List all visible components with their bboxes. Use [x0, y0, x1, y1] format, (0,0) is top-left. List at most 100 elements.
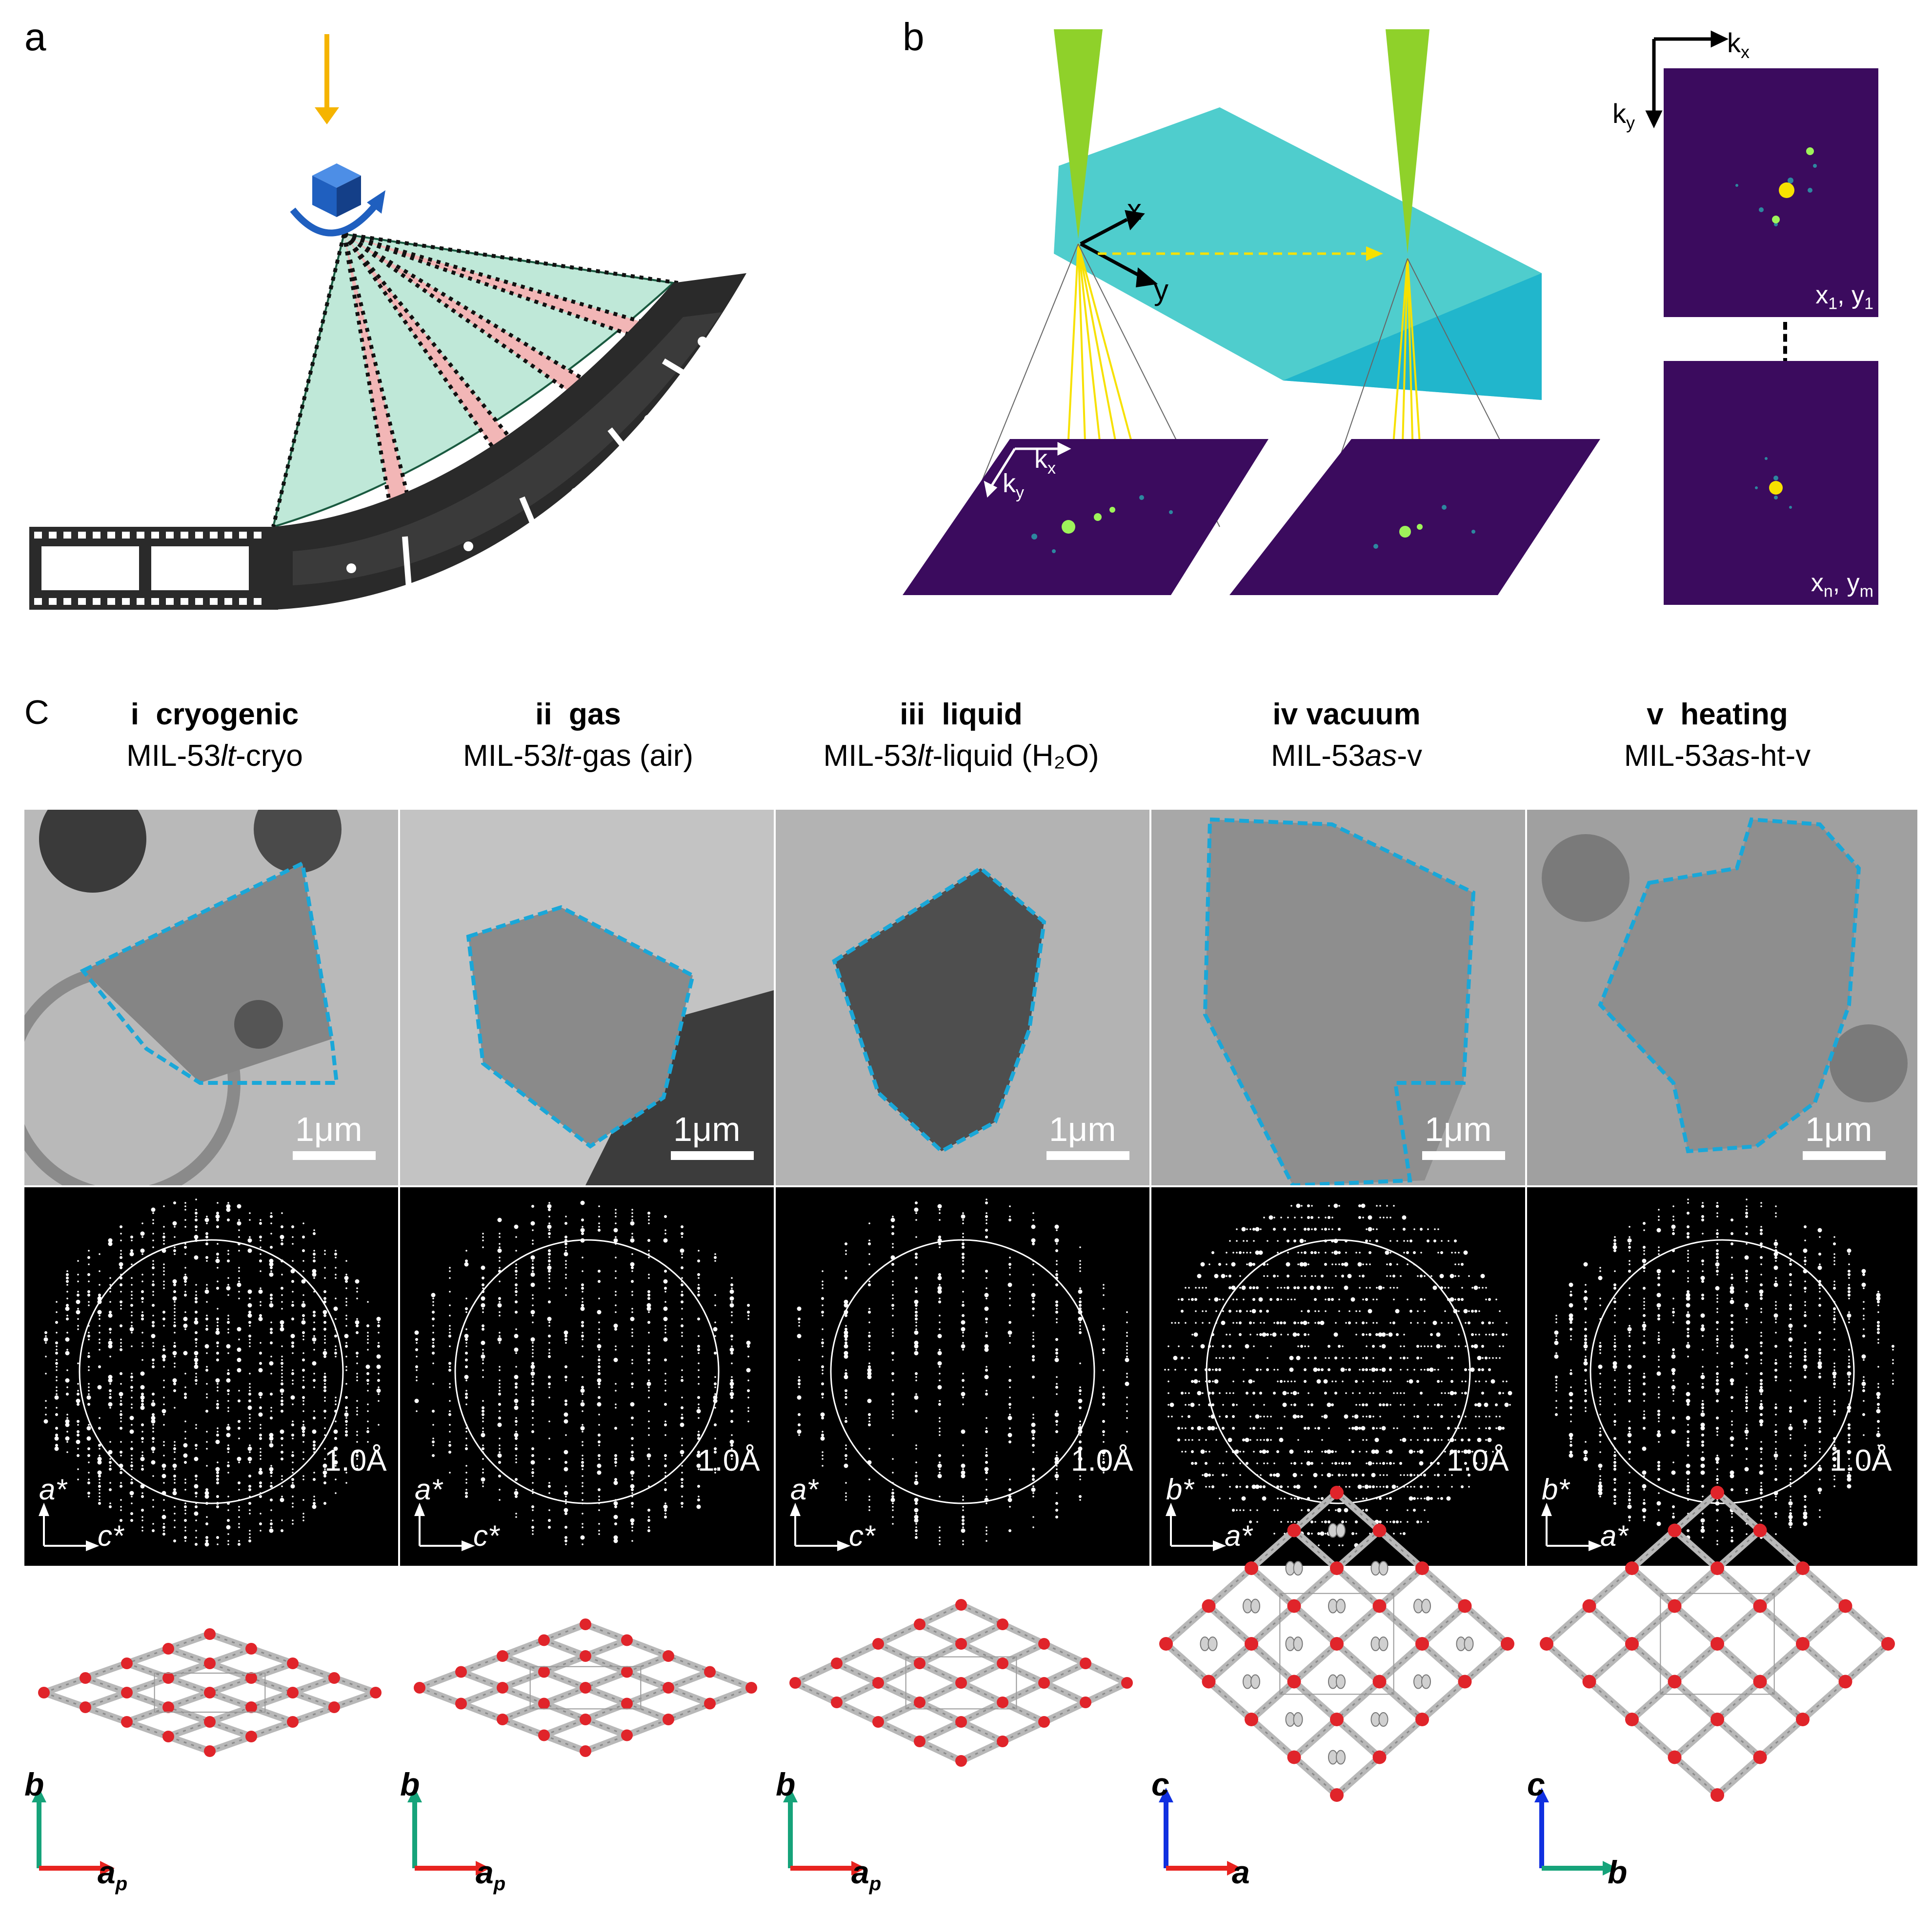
cell-axes-v	[1534, 1788, 1617, 1876]
unit-cell-box	[529, 1666, 642, 1710]
column-heading-iii: iii liquid MIL-53lt-liquid (H₂O)	[823, 698, 1099, 773]
metal-nodes	[38, 1628, 382, 1757]
structure-model-ii	[414, 1618, 757, 1757]
structure-model-v	[1540, 1486, 1895, 1802]
panel-b-figure	[903, 29, 1600, 595]
ed-axis-vertical-label: b*	[1166, 1473, 1194, 1506]
detector-plane	[1229, 439, 1600, 595]
resolution-label: 1.0Å	[1447, 1444, 1509, 1478]
scale-bar-label: 1μm	[673, 1110, 741, 1148]
cell-axes-iv	[1159, 1788, 1242, 1876]
cell-axis-c-label: c	[1151, 1766, 1169, 1802]
ed-pattern-iii: 1.0Å a* c*	[776, 1187, 1151, 1566]
tem-image-i: 1μm	[24, 810, 400, 1185]
k-axis-indicator	[1645, 30, 1729, 129]
column-heading-v: v heating MIL-53as-ht-v	[1624, 698, 1811, 773]
probe-beam	[1386, 29, 1429, 254]
resolution-label: 1.0Å	[1071, 1444, 1133, 1478]
crystal-outline	[1203, 817, 1476, 1185]
cell-axis-b-label: b	[24, 1766, 44, 1802]
panel-b-letter: b	[903, 15, 925, 59]
ed-axis-arrows	[790, 1502, 851, 1551]
diffraction-frame-first: x1, y1	[1664, 68, 1878, 317]
tem-image-v: 1μm	[1527, 810, 1917, 1185]
resolution-circle	[1206, 1239, 1471, 1504]
structure-model-iv	[1159, 1486, 1514, 1802]
ed-axis-horizontal-label: a*	[1225, 1519, 1252, 1552]
panel-c-letter: C	[24, 693, 49, 731]
diffraction-spots	[43, 1198, 381, 1547]
ed-axis-vertical-label: b*	[1542, 1473, 1570, 1506]
metal-nodes	[789, 1599, 1133, 1767]
ed-axis-vertical-label: a*	[415, 1473, 443, 1506]
crystal-outline	[1598, 817, 1861, 1154]
scale-bar-label: 1μm	[295, 1110, 362, 1148]
scan-axis-x-label: x	[1127, 193, 1142, 226]
diffraction-spots	[797, 1198, 1129, 1545]
detector-ky-label: ky	[1003, 469, 1024, 502]
pink-wedge	[344, 234, 659, 341]
dotted-rays	[271, 232, 679, 527]
tem-image-iii: 1μm	[776, 810, 1151, 1185]
ed-axis-horizontal-label: c*	[98, 1519, 124, 1552]
ed-axis-vertical-label: a*	[39, 1473, 67, 1506]
structure-model-i	[38, 1628, 382, 1757]
frame-last-label: xn, ym	[1811, 568, 1873, 600]
tem-image-iv: 1μm	[1151, 810, 1527, 1185]
unit-cell-box	[154, 1673, 266, 1713]
unit-cell-box	[1279, 1593, 1394, 1695]
cell-axis-b-label: b	[1608, 1854, 1628, 1890]
ed-pattern-v: 1.0Å b* a*	[1527, 1187, 1917, 1566]
cell-axes-ii	[407, 1788, 490, 1876]
ed-axis-arrows	[39, 1502, 100, 1551]
ed-axis-vertical-label: a*	[790, 1473, 818, 1506]
resolution-circle	[79, 1239, 344, 1504]
cell-axis-a-label: ap	[851, 1854, 882, 1895]
guest-molecules	[1200, 1523, 1474, 1765]
scale-bar-label: 1μm	[1049, 1110, 1116, 1148]
frame-first-label: x1, y1	[1815, 280, 1873, 313]
cell-axis-b-label: b	[776, 1766, 796, 1802]
cell-axes-iii	[783, 1788, 866, 1876]
structure-model-iii	[789, 1599, 1133, 1767]
crystal-outline	[832, 866, 1046, 1154]
cell-axis-a-label: a	[1232, 1854, 1250, 1890]
cell-axes-i	[32, 1788, 115, 1876]
ky-axis-label: ky	[1612, 98, 1635, 133]
panel-a-letter: a	[24, 15, 46, 59]
resolution-label: 1.0Å	[324, 1444, 387, 1478]
detector-plane	[903, 439, 1268, 595]
resolution-circle	[830, 1239, 1095, 1504]
scan-axis-y-label: y	[1154, 274, 1168, 306]
pink-wedge	[344, 234, 610, 410]
ed-pattern-i: 1.0Å a* c*	[24, 1187, 400, 1566]
unit-cell-box	[905, 1656, 1017, 1710]
cell-axis-a-label: ap	[476, 1854, 506, 1895]
column-heading-iv: iv vacuum MIL-53as-v	[1270, 698, 1423, 773]
resolution-circle	[454, 1239, 720, 1504]
probe-beam	[1054, 29, 1103, 239]
ed-axis-arrows	[1166, 1502, 1227, 1551]
tem-image-ii: 1μm	[400, 810, 776, 1185]
pink-wedge	[344, 234, 527, 468]
resolution-label: 1.0Å	[698, 1444, 760, 1478]
scan-axes	[1080, 210, 1158, 288]
ed-axis-arrows	[1541, 1502, 1602, 1551]
crystal-outline	[466, 905, 695, 1149]
metal-nodes	[414, 1618, 757, 1757]
ed-axis-arrows	[414, 1502, 475, 1551]
curved-film-strip	[273, 273, 746, 610]
ed-pattern-iv: 1.0Å b* a*	[1151, 1187, 1527, 1566]
ed-axis-horizontal-label: c*	[473, 1519, 500, 1552]
ed-axis-horizontal-label: c*	[849, 1519, 875, 1552]
scale-bar-label: 1μm	[1425, 1110, 1492, 1148]
film-strip	[29, 527, 278, 610]
resolution-label: 1.0Å	[1830, 1444, 1892, 1478]
diffraction-spots	[414, 1200, 751, 1545]
crystal-outline	[80, 860, 339, 1085]
diffraction-spots	[1554, 1198, 1894, 1545]
cell-axis-a-label: ap	[98, 1854, 128, 1895]
resolution-circle	[1590, 1239, 1855, 1504]
detector-k-axes	[984, 441, 1071, 498]
unit-cell-box	[1660, 1593, 1775, 1695]
